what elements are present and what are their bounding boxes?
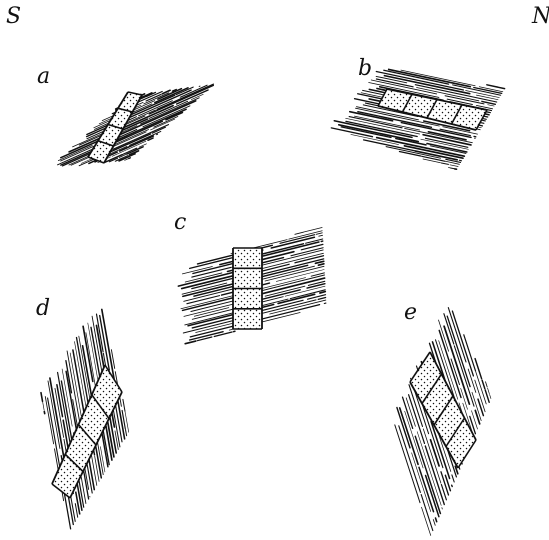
- panel-b-hatch-stroke: [450, 165, 458, 167]
- panel-b-hatch-stroke: [476, 95, 498, 100]
- panel-e-hatch-stroke: [452, 475, 454, 482]
- panel-d-hatch-stroke: [126, 430, 127, 436]
- panel-b-hatch-stroke: [459, 160, 461, 161]
- panel-d-hatch-stroke: [43, 402, 45, 410]
- panel-c-hatch-stroke: [307, 284, 325, 288]
- panel-c-block: [178, 228, 326, 344]
- panel-e-hatch-stroke: [433, 520, 435, 526]
- panel-label-c: c: [174, 212, 186, 234]
- panel-c-hatch-stroke: [320, 292, 325, 293]
- panel-c-hatch-stroke: [263, 242, 319, 256]
- panel-d-hatch-stroke: [75, 504, 77, 518]
- panel-e-hatch-stroke: [395, 425, 420, 503]
- panel-b-hatch-stroke: [334, 121, 412, 138]
- panel-e-hatch-stroke: [452, 485, 453, 486]
- panel-e-hatch-stroke: [447, 316, 470, 387]
- panel-d-hatch-stroke: [41, 393, 43, 402]
- panel-b-hatch-stroke: [451, 168, 455, 169]
- panel-label-e: e: [404, 302, 417, 324]
- panel-label-d: d: [36, 298, 50, 320]
- panel-a-hatch-stroke: [129, 158, 131, 159]
- panel-c-hatch-stroke: [319, 235, 323, 236]
- direction-label-north: N: [532, 6, 549, 28]
- panel-c-hatch-stroke: [318, 264, 324, 265]
- panel-e-hatch-stroke: [488, 388, 490, 393]
- panel-label-b: b: [358, 58, 372, 80]
- panel-b-hatch-stroke: [498, 87, 504, 88]
- panel-d-hatch-stroke: [91, 453, 97, 486]
- panel-e-hatch-stroke: [486, 382, 488, 387]
- panel-d-hatch-stroke: [57, 385, 63, 417]
- panel-c-hatch-stroke: [295, 232, 303, 234]
- panel-b-hatch-stroke: [441, 163, 448, 164]
- panel-c-hatch-stroke: [289, 231, 322, 239]
- panel-e-hatch-stroke: [419, 467, 434, 511]
- panel-b-hatch-stroke: [364, 140, 414, 151]
- panel-e-hatch-stroke: [436, 518, 437, 522]
- panel-a-block: [58, 84, 214, 166]
- panel-c-hatch-stroke: [190, 326, 234, 337]
- panel-d-hatch-stroke: [100, 447, 105, 472]
- panel-e-block: [395, 308, 491, 536]
- panel-e-hatch-stroke: [490, 395, 491, 399]
- panel-d-hatch-stroke: [123, 399, 125, 411]
- panel-a-hatch-stroke: [162, 90, 170, 94]
- panel-d-block: [41, 309, 129, 529]
- panel-b-block: [331, 69, 504, 169]
- panel-e-hatch-stroke: [475, 359, 482, 379]
- panel-a-hatch-stroke: [157, 134, 158, 135]
- panel-e-hatch-stroke: [475, 410, 479, 424]
- panel-b-hatch-stroke: [488, 105, 495, 106]
- direction-label-south: S: [6, 6, 21, 28]
- panel-e-hatch-stroke: [482, 380, 485, 388]
- panel-c-hatch-stroke: [315, 261, 323, 263]
- panel-label-a: a: [37, 66, 50, 88]
- panel-c-hatch-stroke: [185, 341, 196, 344]
- panel-b-hatch-stroke: [401, 70, 475, 86]
- panel-c-hatch-stroke: [316, 233, 322, 235]
- panel-c-hatch-stroke: [318, 298, 325, 300]
- panel-b-hatch-stroke: [487, 85, 498, 87]
